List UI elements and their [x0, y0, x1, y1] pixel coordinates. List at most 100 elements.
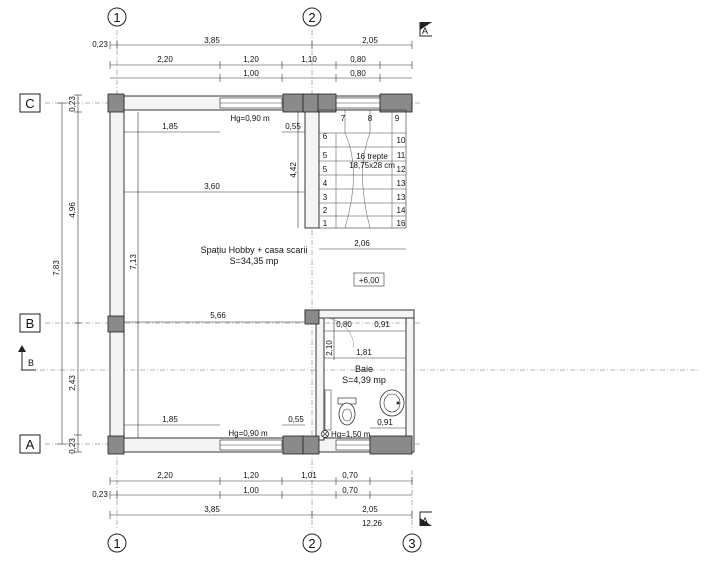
svg-text:C: C — [25, 96, 34, 111]
svg-text:16: 16 — [397, 219, 406, 228]
svg-text:1: 1 — [323, 219, 328, 228]
svg-text:7: 7 — [341, 114, 346, 123]
left-dimension-chains: 0,23 4,96 2,43 0,23 7,83 — [52, 94, 82, 454]
svg-text:14: 14 — [397, 206, 406, 215]
svg-text:Hg=0,90 m: Hg=0,90 m — [228, 429, 268, 438]
svg-text:A: A — [26, 437, 35, 452]
svg-text:2,20: 2,20 — [157, 55, 173, 64]
svg-text:1,20: 1,20 — [243, 471, 259, 480]
svg-text:Hg=0,90 m: Hg=0,90 m — [230, 114, 270, 123]
svg-text:0,80: 0,80 — [336, 320, 352, 329]
top-dimension-chains: 0,23 3,85 2,05 2,20 1,20 1,10 0,80 1,00 … — [92, 36, 413, 82]
svg-text:0,23: 0,23 — [92, 40, 108, 49]
svg-text:1,85: 1,85 — [162, 415, 178, 424]
room-dimensions: 1,85 0,55 Hg=0,90 m 3,60 4,42 7,13 2,06 … — [124, 112, 406, 439]
svg-text:0,70: 0,70 — [342, 486, 358, 495]
svg-text:3,85: 3,85 — [204, 505, 220, 514]
bath-room-name: Baie — [355, 364, 373, 374]
svg-text:2,10: 2,10 — [325, 340, 334, 356]
svg-text:1,00: 1,00 — [243, 486, 259, 495]
svg-text:5,66: 5,66 — [210, 311, 226, 320]
svg-text:12,26: 12,26 — [362, 519, 383, 528]
level-marker: +6,00 — [353, 272, 385, 287]
room-labels: Spațiu Hobby + casa scarii S=34,35 mp Ba… — [201, 245, 386, 385]
svg-text:4,96: 4,96 — [68, 202, 77, 218]
svg-text:1,85: 1,85 — [162, 122, 178, 131]
svg-text:1,01: 1,01 — [301, 471, 317, 480]
svg-text:0,91: 0,91 — [374, 320, 390, 329]
svg-text:3,60: 3,60 — [204, 182, 220, 191]
columns — [107, 93, 413, 455]
section-marker-bottom: A — [419, 511, 432, 526]
svg-text:0,91: 0,91 — [377, 418, 393, 427]
svg-text:2: 2 — [323, 206, 328, 215]
svg-text:1,20: 1,20 — [243, 55, 259, 64]
svg-text:+6,00: +6,00 — [359, 276, 380, 285]
svg-text:0,23: 0,23 — [68, 438, 77, 454]
sink-icon — [379, 389, 405, 417]
svg-text:0,80: 0,80 — [350, 55, 366, 64]
svg-text:2,20: 2,20 — [157, 471, 173, 480]
svg-text:1: 1 — [113, 536, 120, 551]
svg-text:1,81: 1,81 — [356, 348, 372, 357]
svg-text:2: 2 — [308, 536, 315, 551]
hobby-room-name: Spațiu Hobby + casa scarii — [201, 245, 308, 255]
svg-text:A: A — [422, 516, 428, 526]
svg-text:12: 12 — [397, 165, 406, 174]
svg-text:0,23: 0,23 — [68, 96, 77, 112]
bottom-dimension-chains: 2,20 1,20 1,01 0,70 0,23 1,00 0,70 3,85 … — [92, 471, 413, 528]
drain-icon — [321, 430, 329, 438]
svg-text:3,85: 3,85 — [204, 36, 220, 45]
svg-text:13: 13 — [397, 179, 406, 188]
svg-text:4,42: 4,42 — [289, 162, 298, 178]
axis-bubble-2-bottom: 2 — [302, 533, 322, 553]
bathroom-fixtures — [321, 317, 405, 438]
svg-text:10: 10 — [397, 136, 406, 145]
section-marker-top: A — [419, 22, 432, 37]
axis-bubble-1-top: 1 — [107, 7, 127, 27]
toilet-icon — [337, 397, 357, 426]
svg-text:18,75x28 cm: 18,75x28 cm — [349, 161, 395, 170]
svg-text:4: 4 — [323, 179, 328, 188]
staircase: 16 trepte 18,75x28 cm 7 8 9 6 5 5 4 3 2 … — [318, 109, 407, 229]
svg-text:0,23: 0,23 — [92, 490, 108, 499]
svg-text:3: 3 — [408, 536, 415, 551]
svg-text:16 trepte: 16 trepte — [356, 152, 388, 161]
axis-bubble-A: A — [19, 434, 41, 454]
svg-text:9: 9 — [395, 114, 400, 123]
svg-text:Hg=1,50 m: Hg=1,50 m — [331, 430, 371, 439]
axis-bubble-3-bottom: 3 — [402, 533, 422, 553]
hobby-room-area: S=34,35 mp — [230, 256, 279, 266]
svg-text:8: 8 — [368, 114, 373, 123]
svg-text:3: 3 — [323, 193, 328, 202]
svg-text:1: 1 — [113, 10, 120, 25]
svg-text:11: 11 — [397, 151, 406, 160]
svg-text:6: 6 — [323, 132, 328, 141]
svg-text:13: 13 — [397, 193, 406, 202]
svg-text:2,05: 2,05 — [362, 505, 378, 514]
walls — [109, 95, 415, 453]
svg-text:0,55: 0,55 — [285, 122, 301, 131]
bath-room-area: S=4,39 mp — [342, 375, 386, 385]
svg-text:2: 2 — [308, 10, 315, 25]
svg-text:7,13: 7,13 — [129, 254, 138, 270]
svg-text:2,06: 2,06 — [354, 239, 370, 248]
axis-bubble-2-top: 2 — [302, 7, 322, 27]
svg-text:2,43: 2,43 — [68, 375, 77, 391]
axis-bubble-B: B — [19, 313, 41, 333]
section-marker-left: B — [18, 345, 36, 371]
svg-text:1,00: 1,00 — [243, 69, 259, 78]
svg-text:0,80: 0,80 — [350, 69, 366, 78]
svg-text:0,70: 0,70 — [342, 471, 358, 480]
svg-text:1,10: 1,10 — [301, 55, 317, 64]
svg-text:2,05: 2,05 — [362, 36, 378, 45]
axis-bubble-1-bottom: 1 — [107, 533, 127, 553]
svg-text:B: B — [28, 358, 34, 368]
svg-text:5: 5 — [323, 165, 328, 174]
svg-text:B: B — [26, 316, 35, 331]
svg-text:5: 5 — [323, 151, 328, 160]
svg-text:A: A — [422, 26, 428, 36]
axis-bubble-C: C — [19, 93, 41, 113]
svg-text:7,83: 7,83 — [52, 260, 61, 276]
svg-text:0,55: 0,55 — [288, 415, 304, 424]
